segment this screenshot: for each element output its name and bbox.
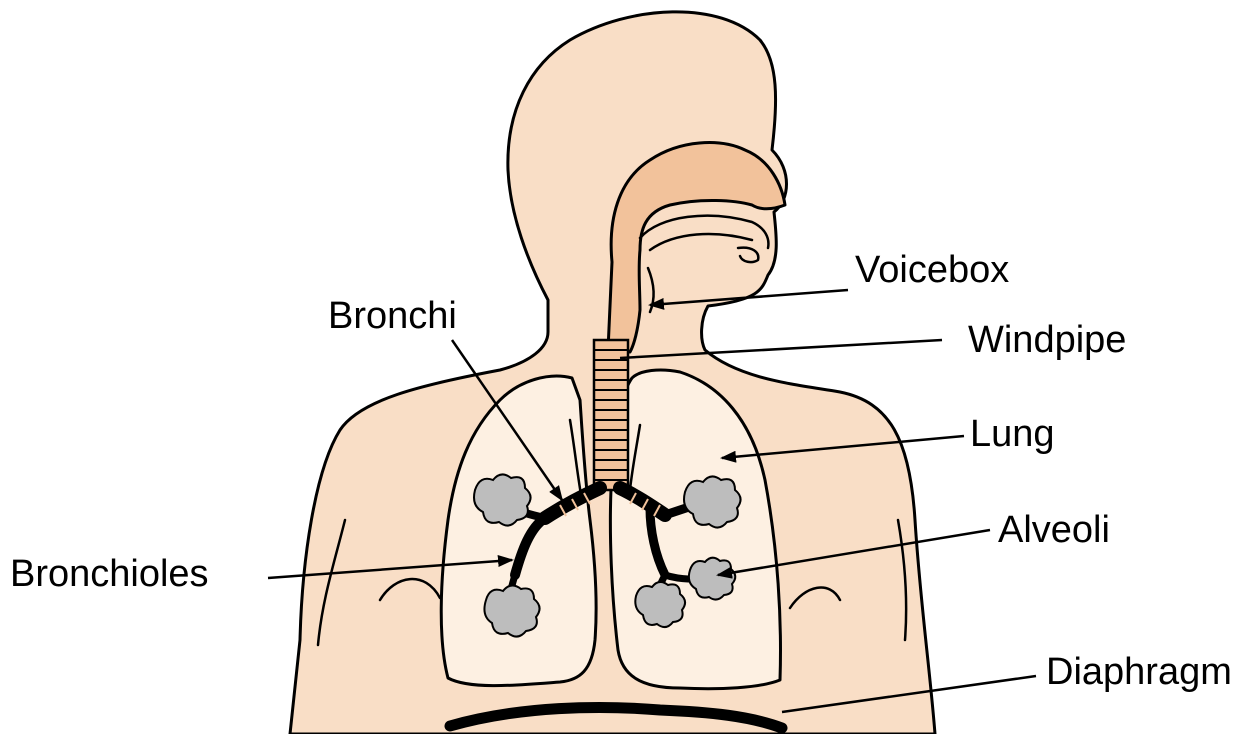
- label-bronchioles: Bronchioles: [10, 553, 209, 595]
- label-alveoli: Alveoli: [998, 509, 1110, 551]
- windpipe: [594, 340, 628, 490]
- label-diaphragm: Diaphragm: [1046, 651, 1232, 693]
- label-bronchi: Bronchi: [328, 295, 457, 337]
- label-voicebox: Voicebox: [855, 249, 1009, 291]
- label-lung: Lung: [970, 413, 1055, 455]
- label-windpipe: Windpipe: [968, 319, 1126, 361]
